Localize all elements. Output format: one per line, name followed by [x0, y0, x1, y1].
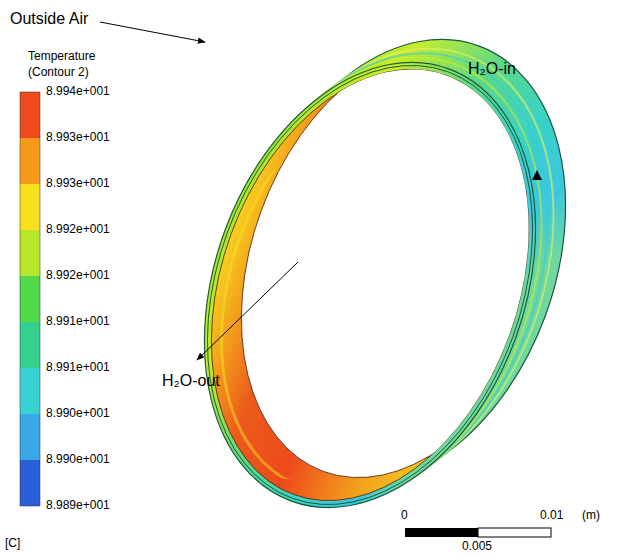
colorbar-tick: 8.989e+001 — [46, 499, 110, 513]
flow-arrowhead — [532, 170, 542, 180]
colorbar-tick: 8.990e+001 — [46, 453, 110, 467]
colorbar-tick: 8.990e+001 — [46, 407, 110, 421]
scale-unit: (m) — [582, 509, 600, 523]
flow-label: H₂O-out — [162, 372, 220, 390]
legend-title: Temperature — [28, 50, 95, 64]
color-bar — [20, 92, 40, 506]
colorbar-tick: 8.991e+001 — [46, 315, 110, 329]
colorbar-tick: 8.991e+001 — [46, 361, 110, 375]
colorbar-tick: 8.992e+001 — [46, 269, 110, 283]
leader-arrow — [100, 22, 205, 42]
scale-bar — [405, 528, 551, 537]
flow-arrow — [197, 262, 298, 360]
colorbar-tick: 8.993e+001 — [46, 177, 110, 191]
annotation-label: Outside Air — [10, 10, 88, 28]
scale-tick: 0.005 — [462, 540, 492, 554]
scale-tick: 0.01 — [540, 509, 563, 523]
legend-subtitle: (Contour 2) — [28, 66, 89, 80]
unit-label: [C] — [5, 537, 20, 551]
colorbar-tick: 8.994e+001 — [46, 85, 110, 99]
flow-label: H₂O-in — [468, 60, 516, 78]
scale-tick: 0 — [401, 509, 408, 523]
colorbar-tick: 8.992e+001 — [46, 223, 110, 237]
colorbar-tick: 8.993e+001 — [46, 131, 110, 145]
ring-outer-surface — [146, 0, 625, 554]
ring-inner-surface — [155, 2, 616, 545]
